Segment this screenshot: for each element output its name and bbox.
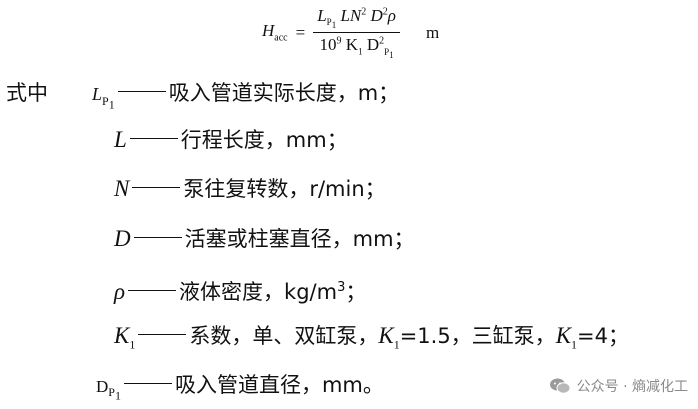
definition-line-rho: ρ 液体密度，kg/m3；: [114, 275, 366, 305]
em-dash: [133, 237, 182, 238]
fraction: LP1 LN2 D2ρ 109 K1 D2P1: [313, 6, 400, 59]
em-dash: [129, 138, 178, 139]
watermark: 公众号 · 熵减化工: [549, 376, 688, 396]
definition-line-l: L 行程长度，mm；: [114, 127, 348, 153]
definition-line-d: D 活塞或柱塞直径，mm；: [114, 226, 415, 252]
watermark-text: 公众号 · 熵减化工: [576, 379, 688, 395]
symbol-k1: K1: [114, 323, 136, 352]
definition-line-k1: K1 系数，单、双缸泵，K1=1.5，三缸泵，K1=4；: [114, 323, 629, 358]
definition-text: 行程长度，mm；: [180, 128, 348, 152]
symbol-l: L: [114, 127, 127, 152]
em-dash: [132, 187, 181, 188]
em-dash: [138, 334, 187, 335]
symbol-d: D: [114, 226, 131, 251]
definition-text: 液体密度，kg/m3；: [179, 280, 367, 304]
formula-unit: m: [425, 22, 440, 42]
numerator: LP1 LN2 D2ρ: [313, 6, 400, 34]
definition-line-lp1: 式中 LP1 吸入管道实际长度，m；: [6, 80, 399, 117]
formula: Hacc = LP1 LN2 D2ρ 109 K1 D2P1 m: [262, 6, 439, 59]
where-label: 式中: [6, 81, 48, 105]
definition-text: 吸入管道实际长度，m；: [168, 81, 400, 105]
formula-lhs: Hacc: [262, 21, 288, 44]
definition-text: 泵往复转数，r/min；: [183, 177, 386, 201]
em-dash: [128, 290, 177, 291]
equals-sign: =: [295, 22, 306, 42]
em-dash: [117, 91, 166, 92]
definition-text: 吸入管道直径，mm。: [174, 373, 384, 397]
em-dash: [123, 383, 172, 384]
definition-text: 活塞或柱塞直径，mm；: [184, 227, 415, 251]
definition-line-n: N 泵往复转数，r/min；: [114, 176, 386, 202]
definition-line-dp1: DP1 吸入管道直径，mm。: [96, 372, 384, 409]
wechat-icon: [549, 378, 571, 394]
symbol-dp1: DP1: [96, 377, 121, 403]
symbol-n: N: [114, 176, 130, 201]
definition-text: 系数，单、双缸泵，K1=1.5，三缸泵，K1=4；: [189, 323, 629, 352]
symbol-rho: ρ: [114, 279, 126, 304]
denominator: 109 K1 D2P1: [319, 35, 394, 60]
symbol-lp1: LP1: [92, 84, 115, 111]
